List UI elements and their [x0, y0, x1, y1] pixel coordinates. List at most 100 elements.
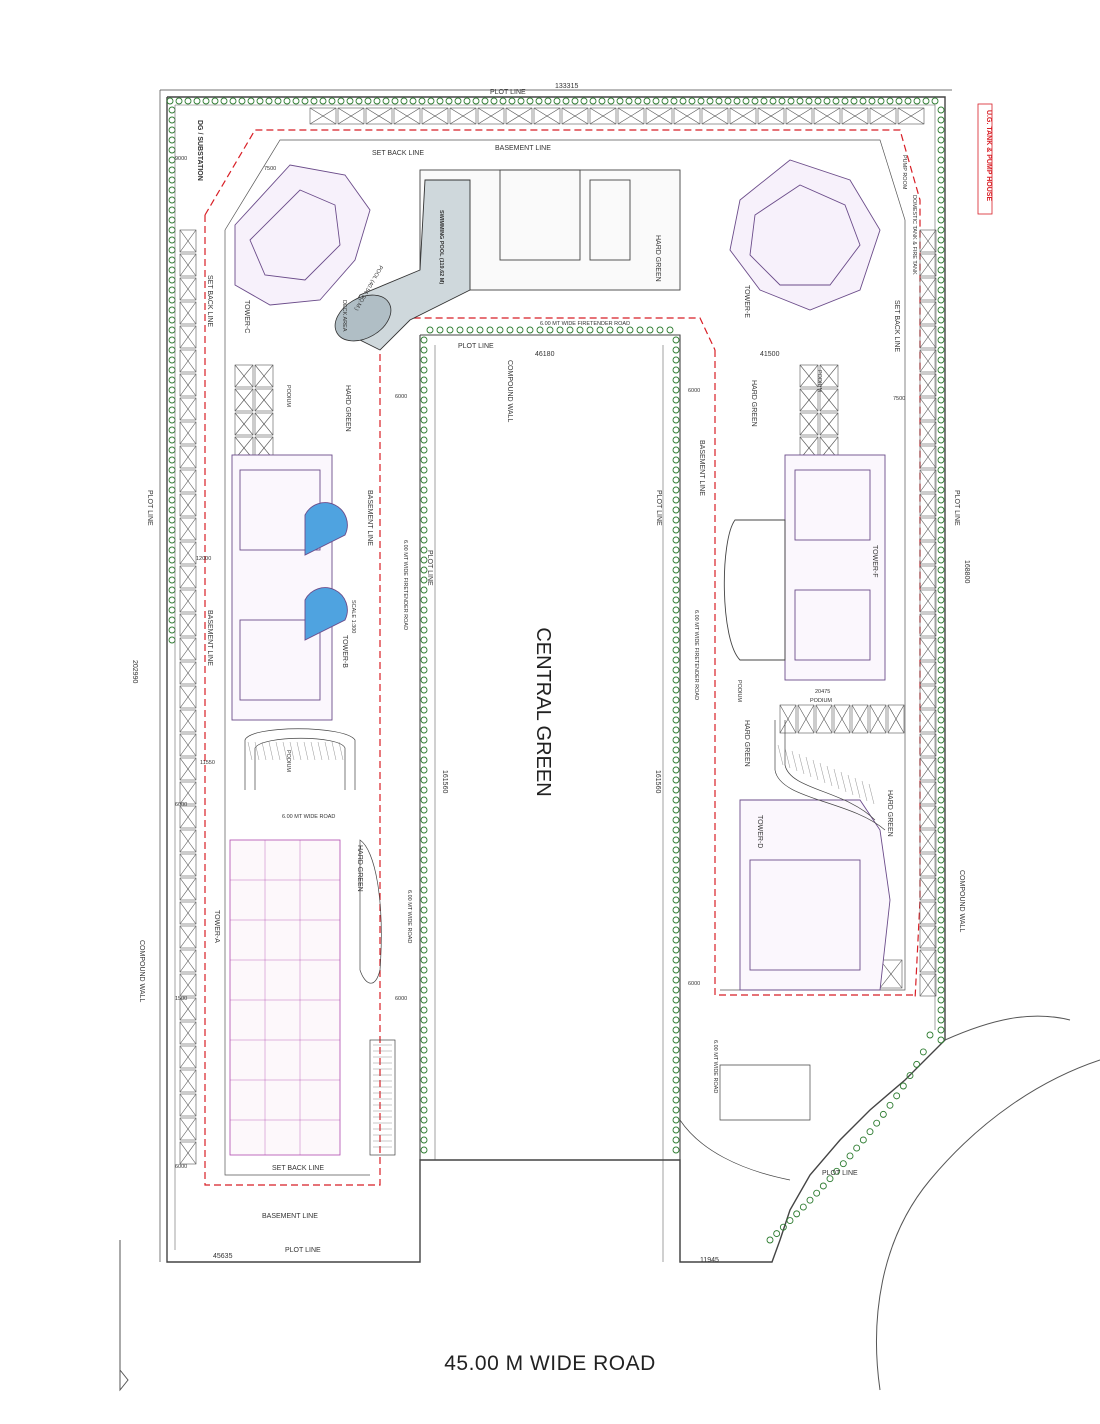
tree-icon [937, 826, 945, 834]
domestic-tank-label: DOMESTIC TANK & FIRE TANK [911, 195, 917, 275]
tree-icon [456, 326, 464, 334]
tree-icon [535, 97, 543, 105]
parking-bay [919, 325, 937, 349]
parking-bay [505, 107, 533, 125]
dim-inner-left: 161560 [441, 770, 448, 793]
parking-bay [919, 757, 937, 781]
parking-bay [919, 517, 937, 541]
wide-road-label-1: 6.00 MT WIDE ROAD [282, 814, 335, 820]
tree-icon [937, 126, 945, 134]
tree-icon [496, 326, 504, 334]
tree-icon [937, 166, 945, 174]
tree-icon [733, 97, 741, 105]
tree-icon [937, 886, 945, 894]
basement-line-bottom: BASEMENT LINE [262, 1213, 318, 1220]
parking-bay [919, 541, 937, 565]
podium-label-2: PODIUM [816, 370, 822, 392]
tree-icon [168, 256, 176, 264]
tree-icon [679, 97, 687, 105]
tree-icon [168, 516, 176, 524]
tree-icon [937, 106, 945, 114]
set-back-line-left: SET BACK LINE [206, 275, 213, 327]
plot-line-right: PLOT LINE [953, 490, 960, 526]
tree-icon [672, 616, 680, 624]
tree-icon [420, 676, 428, 684]
tree-icon [420, 736, 428, 744]
tree-icon [850, 97, 858, 105]
tree-icon [937, 806, 945, 814]
tree-icon [420, 806, 428, 814]
tree-icon [672, 1136, 680, 1144]
tree-icon [486, 326, 494, 334]
dim-9000: 9000 [175, 156, 187, 162]
parking-bay [179, 1069, 197, 1093]
tree-icon [904, 97, 912, 105]
tree-icon [937, 516, 945, 524]
tree-icon [168, 536, 176, 544]
wide-road-label-2: 6.00 MT WIDE ROAD [406, 890, 412, 943]
dim-6000-a: 6000 [395, 394, 407, 400]
tree-icon [420, 576, 428, 584]
parking-bay [729, 107, 757, 125]
tree-icon [168, 286, 176, 294]
tree-icon [760, 97, 768, 105]
tree-icon [168, 186, 176, 194]
dg-substation-label: DG / SUBSTATION [196, 120, 203, 181]
setback-lines [204, 129, 921, 1186]
tree-icon [672, 576, 680, 584]
parking-bay [179, 757, 197, 781]
tree-icon [337, 97, 345, 105]
tree-icon [937, 426, 945, 434]
tree-icon [672, 986, 680, 994]
parking-bay [799, 388, 819, 412]
tree-icon [420, 1026, 428, 1034]
parking-bay [179, 853, 197, 877]
tree-icon [672, 1116, 680, 1124]
tree-icon [672, 336, 680, 344]
tree-icon [672, 546, 680, 554]
tree-icon [937, 736, 945, 744]
tree-icon [420, 386, 428, 394]
set-back-line-right: SET BACK LINE [893, 300, 900, 352]
tower-a-footprint [229, 839, 341, 1156]
tree-icon [672, 966, 680, 974]
tree-icon [937, 1016, 945, 1024]
tree-icon [937, 686, 945, 694]
tree-icon [937, 346, 945, 354]
parking-bay [919, 589, 937, 613]
tree-icon [672, 586, 680, 594]
tree-icon [420, 856, 428, 864]
tree-icon [672, 686, 680, 694]
tree-icon [168, 506, 176, 514]
swimming-pool [334, 179, 471, 351]
tree-icon [598, 97, 606, 105]
tree-icon [586, 326, 594, 334]
tree-icon [420, 1106, 428, 1114]
tree-icon [766, 1236, 774, 1244]
tree-icon [672, 666, 680, 674]
tree-icon [420, 1006, 428, 1014]
parking-bay [179, 901, 197, 925]
parking-bay [254, 364, 274, 388]
tree-icon [420, 516, 428, 524]
tree-icon [672, 776, 680, 784]
tree-icon [566, 326, 574, 334]
parking-bay [919, 829, 937, 853]
tree-icon [546, 326, 554, 334]
parking-bay [179, 1117, 197, 1141]
tower-b-footprint [231, 454, 348, 721]
tree-icon [420, 966, 428, 974]
tree-icon [420, 866, 428, 874]
tree-icon [672, 696, 680, 704]
tree-icon [420, 696, 428, 704]
parking-bay [179, 277, 197, 301]
tree-icon [688, 97, 696, 105]
parking-bay [919, 973, 937, 997]
tree-icon [672, 816, 680, 824]
parking-bay [179, 637, 197, 661]
parking-bay [869, 107, 897, 125]
tree-icon [937, 666, 945, 674]
tree-icon [409, 97, 417, 105]
parking-bay [919, 349, 937, 373]
hard-green-2: HARD GREEN [654, 235, 661, 282]
